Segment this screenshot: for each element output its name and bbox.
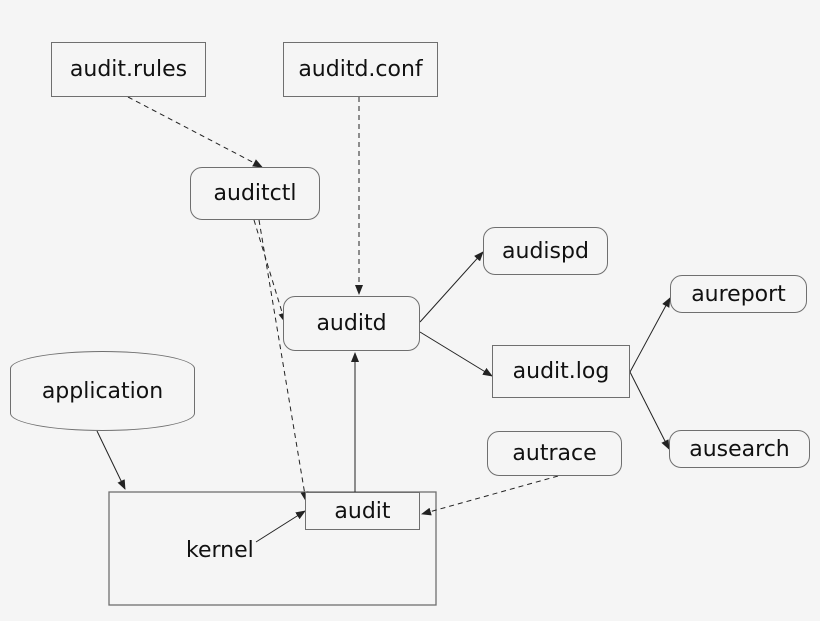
auditd-conf-node: auditd.conf: [283, 42, 438, 97]
auditctl-label: auditctl: [213, 181, 297, 206]
autrace-node: autrace: [487, 431, 622, 476]
auditctl-node: auditctl: [190, 167, 320, 220]
kernel-container: [108, 491, 437, 606]
edge-autrace-to-audit: [421, 475, 559, 516]
edge-rules-to-auditctl: [127, 96, 263, 168]
edge-auditd-to-auditlog: [419, 331, 493, 377]
audispd-node: audispd: [483, 227, 608, 275]
audit-rules-node: audit.rules: [51, 42, 206, 97]
audit-log-label: audit.log: [512, 359, 610, 384]
edge-application-to-kernel: [96, 430, 126, 490]
ausearch-label: ausearch: [689, 436, 790, 462]
aureport-node: aureport: [670, 275, 807, 313]
edge-auditlog-to-ausearch: [629, 371, 670, 450]
audit-label: audit: [334, 498, 391, 524]
auditd-label: auditd: [316, 311, 387, 336]
application-node: application: [10, 351, 195, 431]
aureport-label: aureport: [691, 281, 786, 307]
ausearch-node: ausearch: [669, 430, 810, 468]
edge-auditd-to-audispd: [419, 251, 484, 323]
audispd-label: audispd: [502, 238, 589, 264]
kernel-label: kernel: [186, 538, 254, 563]
edge-auditlog-to-aureport: [629, 297, 671, 373]
audit-node: audit: [305, 492, 420, 530]
edge-auditctl-to-audit: [258, 219, 309, 502]
edge-kernel-to-audit: [255, 510, 306, 543]
application-label: application: [41, 378, 164, 404]
audit-rules-label: audit.rules: [69, 57, 188, 82]
auditd-conf-label: auditd.conf: [298, 57, 423, 82]
autrace-label: autrace: [512, 441, 597, 466]
auditd-node: auditd: [283, 296, 420, 351]
audit-log-node: audit.log: [492, 345, 630, 398]
edge-auditctl-to-auditd: [253, 219, 287, 323]
